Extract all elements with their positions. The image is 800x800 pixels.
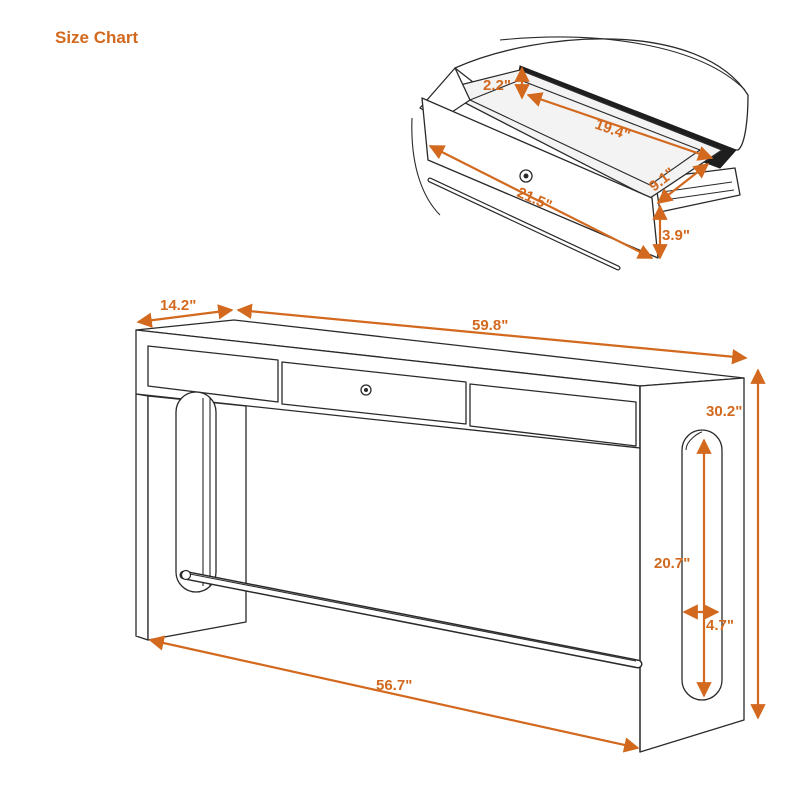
drawer-front-width-arrow [428, 145, 654, 259]
label-drawer-height: 2.2" [483, 77, 511, 94]
label-table-depth: 14.2" [160, 297, 196, 314]
label-leg-opening-width: 4.7" [706, 617, 734, 634]
drawer-detail: 2.2" 19.4" 9.1" 21.5" 3.9" [411, 36, 749, 271]
chart-title: Size Chart [55, 28, 138, 47]
table-length-arrow [236, 303, 748, 365]
drawer-right [469, 383, 637, 447]
console-table: 14.2" 59.8" 30.2" 20.7" 4.7" 56.7" [135, 297, 766, 753]
label-leg-opening-height: 20.7" [654, 555, 690, 572]
drawer-depth-arrow [656, 163, 710, 204]
left-side-opening [175, 391, 217, 593]
label-footrest-length: 56.7" [376, 677, 412, 694]
label-table-length: 59.8" [472, 317, 508, 334]
drawer-center [281, 361, 467, 425]
label-drawer-front-height: 3.9" [662, 227, 690, 244]
left-leg-front [135, 393, 149, 641]
label-table-height: 30.2" [706, 403, 742, 420]
drawer-inner-length-arrow [526, 92, 714, 161]
table-depth-arrow [136, 304, 234, 328]
footrest-length-arrow [148, 635, 640, 753]
